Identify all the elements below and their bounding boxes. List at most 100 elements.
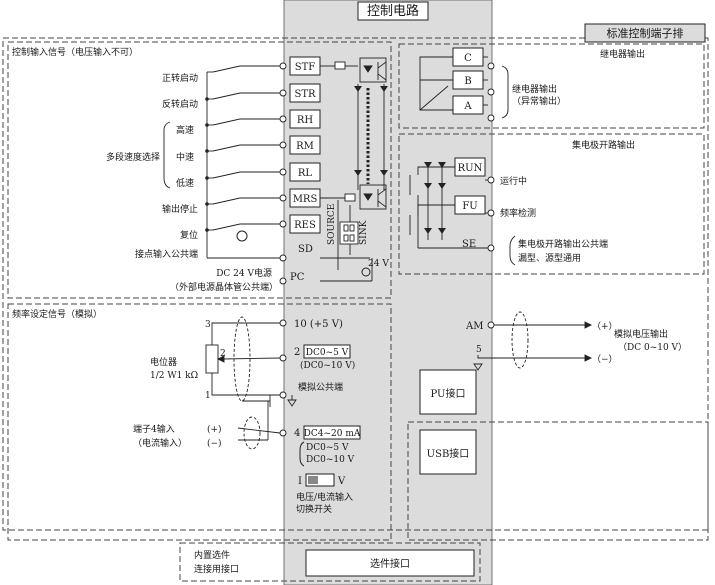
se-label1: 集电极开路输出公共端 [518, 238, 608, 250]
terminal-rm [289, 135, 321, 155]
diode-icons [354, 86, 388, 176]
am-plus: （+） [592, 321, 618, 332]
reset-switch-icon [236, 230, 248, 242]
term2-num: 2 [294, 347, 300, 358]
main-label-text: 标准控制端子排 [607, 26, 684, 40]
terminal-str [289, 83, 321, 103]
title-box [357, 1, 429, 21]
usb-label: USB接口 [427, 447, 470, 460]
term4-plus: (+) [207, 424, 222, 435]
terminal-rm-label: RM [296, 141, 314, 152]
option-label1: 内置选件 [194, 549, 230, 561]
label-dc24: DC 24 V电源 [216, 267, 272, 279]
terminal-pc-label: PC [290, 272, 305, 283]
label-contact-common: 接点输入公共端 [135, 248, 198, 260]
label-dc24-sub: （外部电源晶体管公共端） [170, 281, 278, 293]
label-rev: 反转启动 [162, 98, 198, 110]
pot-pin3: 3 [205, 320, 211, 330]
analog-common-label: 模拟公共端 [298, 381, 343, 393]
terminal-sd-label: SD [298, 244, 313, 255]
relay-wiring [419, 56, 509, 119]
terminal-a-label: A [463, 101, 472, 112]
switch-v-label: V [337, 476, 346, 487]
term4-bracket [299, 441, 305, 467]
title-text: 控制电路 [367, 3, 419, 19]
terminal-c-label: C [464, 53, 472, 64]
switch-i-label: I [298, 476, 302, 487]
oc-terminal-circles [487, 176, 495, 252]
terminal-block-region [2, 37, 709, 531]
am-label1: 模拟电压输出 [614, 328, 668, 340]
terminal-b-label: B [464, 76, 471, 87]
terminal-res [289, 214, 321, 234]
open-collector-region [398, 133, 705, 275]
terminal-rh [289, 109, 321, 129]
pot-label2: 1/2 W1 kΩ [150, 371, 198, 381]
input-terminal-circles [279, 62, 287, 285]
relay-terminals: C B A [452, 47, 484, 115]
sink-label: SINK [359, 220, 369, 245]
pot-pin1: 1 [205, 391, 211, 401]
input-junctions [205, 97, 209, 232]
terminal-rl-label: RL [298, 168, 313, 179]
term4-input-label2: （电流输入） [133, 437, 187, 449]
input-signal-labels: 正转启动 反转启动 高速 多段速度选择 中速 低速 输出停止 复位 接点输入公共… [106, 72, 278, 293]
terminal-run-label: RUN [458, 163, 483, 174]
ground-symbols [287, 395, 297, 407]
relay-label1: 继电器输出 [512, 83, 557, 95]
se-label2: 漏型、源型通用 [518, 252, 581, 264]
label-reset: 复位 [180, 229, 198, 241]
term2-box-text: DC0~5 V [306, 348, 349, 358]
switch-label2: 切换开关 [296, 503, 332, 515]
switch-label1: 电压/电流输入 [296, 491, 353, 503]
terminal-rh-label: RH [297, 115, 314, 126]
term4-num: 4 [294, 428, 300, 439]
control-input-heading: 控制输入信号（电压输入不可） [12, 46, 138, 58]
analog-terminal-circles [279, 319, 495, 437]
pu-label: PU接口 [431, 387, 466, 400]
term4-input-label1: 端子4输入 [133, 423, 175, 435]
am-minus: （−） [592, 354, 618, 365]
term4-box [303, 425, 361, 440]
label-mid: 中速 [176, 151, 194, 163]
label-multispeed: 多段速度选择 [106, 151, 160, 163]
option-label2: 连接用接口 [194, 563, 239, 575]
freq-region [7, 303, 392, 541]
usb-connector[interactable] [419, 429, 477, 475]
option-box-label: 选件接口 [370, 557, 410, 570]
am-label2: （DC 0~10 V） [618, 342, 687, 353]
open-collector-terminals: RUN FU SE [454, 157, 486, 250]
oc-diode-icons [424, 162, 446, 234]
term2-sub: (DC0~10 V) [300, 360, 355, 371]
terminal-fu-label: FU [462, 201, 477, 212]
term4-opt2: DC0~10 V [306, 455, 355, 465]
relay-heading: 继电器输出 [600, 48, 645, 60]
internal-circuit [320, 57, 387, 282]
terminal-str-label: STR [294, 89, 316, 100]
label-output-stop: 输出停止 [162, 203, 198, 215]
source-label: SOURCE [327, 204, 337, 245]
v24-label: 24 V [368, 259, 389, 269]
terminal-rl [289, 162, 321, 182]
fu-label: 频率检测 [500, 207, 536, 219]
terminal-res-label: RES [294, 220, 316, 231]
am-terminal-label: AM [465, 321, 483, 332]
label-high: 高速 [176, 124, 194, 136]
relay-label2: （异常输出） [512, 95, 566, 107]
label-low: 低速 [176, 177, 194, 189]
term2-box [303, 344, 351, 359]
open-collector-heading: 集电极开路输出 [572, 139, 635, 151]
input-wiring [163, 65, 280, 259]
relay-region [398, 43, 705, 129]
pu-connector[interactable] [419, 369, 477, 415]
term4-opt1: DC0~5 V [306, 443, 349, 453]
am-num5: 5 [476, 345, 482, 355]
pot-pin2: 2 [220, 349, 226, 359]
terminal-stf-label: STF [295, 62, 316, 73]
freq-heading: 频率设定信号（模拟） [12, 308, 102, 320]
am-wiring [473, 311, 593, 371]
term4-box-text: DC4~20 mA [304, 429, 361, 439]
option-connector[interactable] [305, 549, 475, 577]
terminal-mrs-label: MRS [293, 194, 318, 205]
